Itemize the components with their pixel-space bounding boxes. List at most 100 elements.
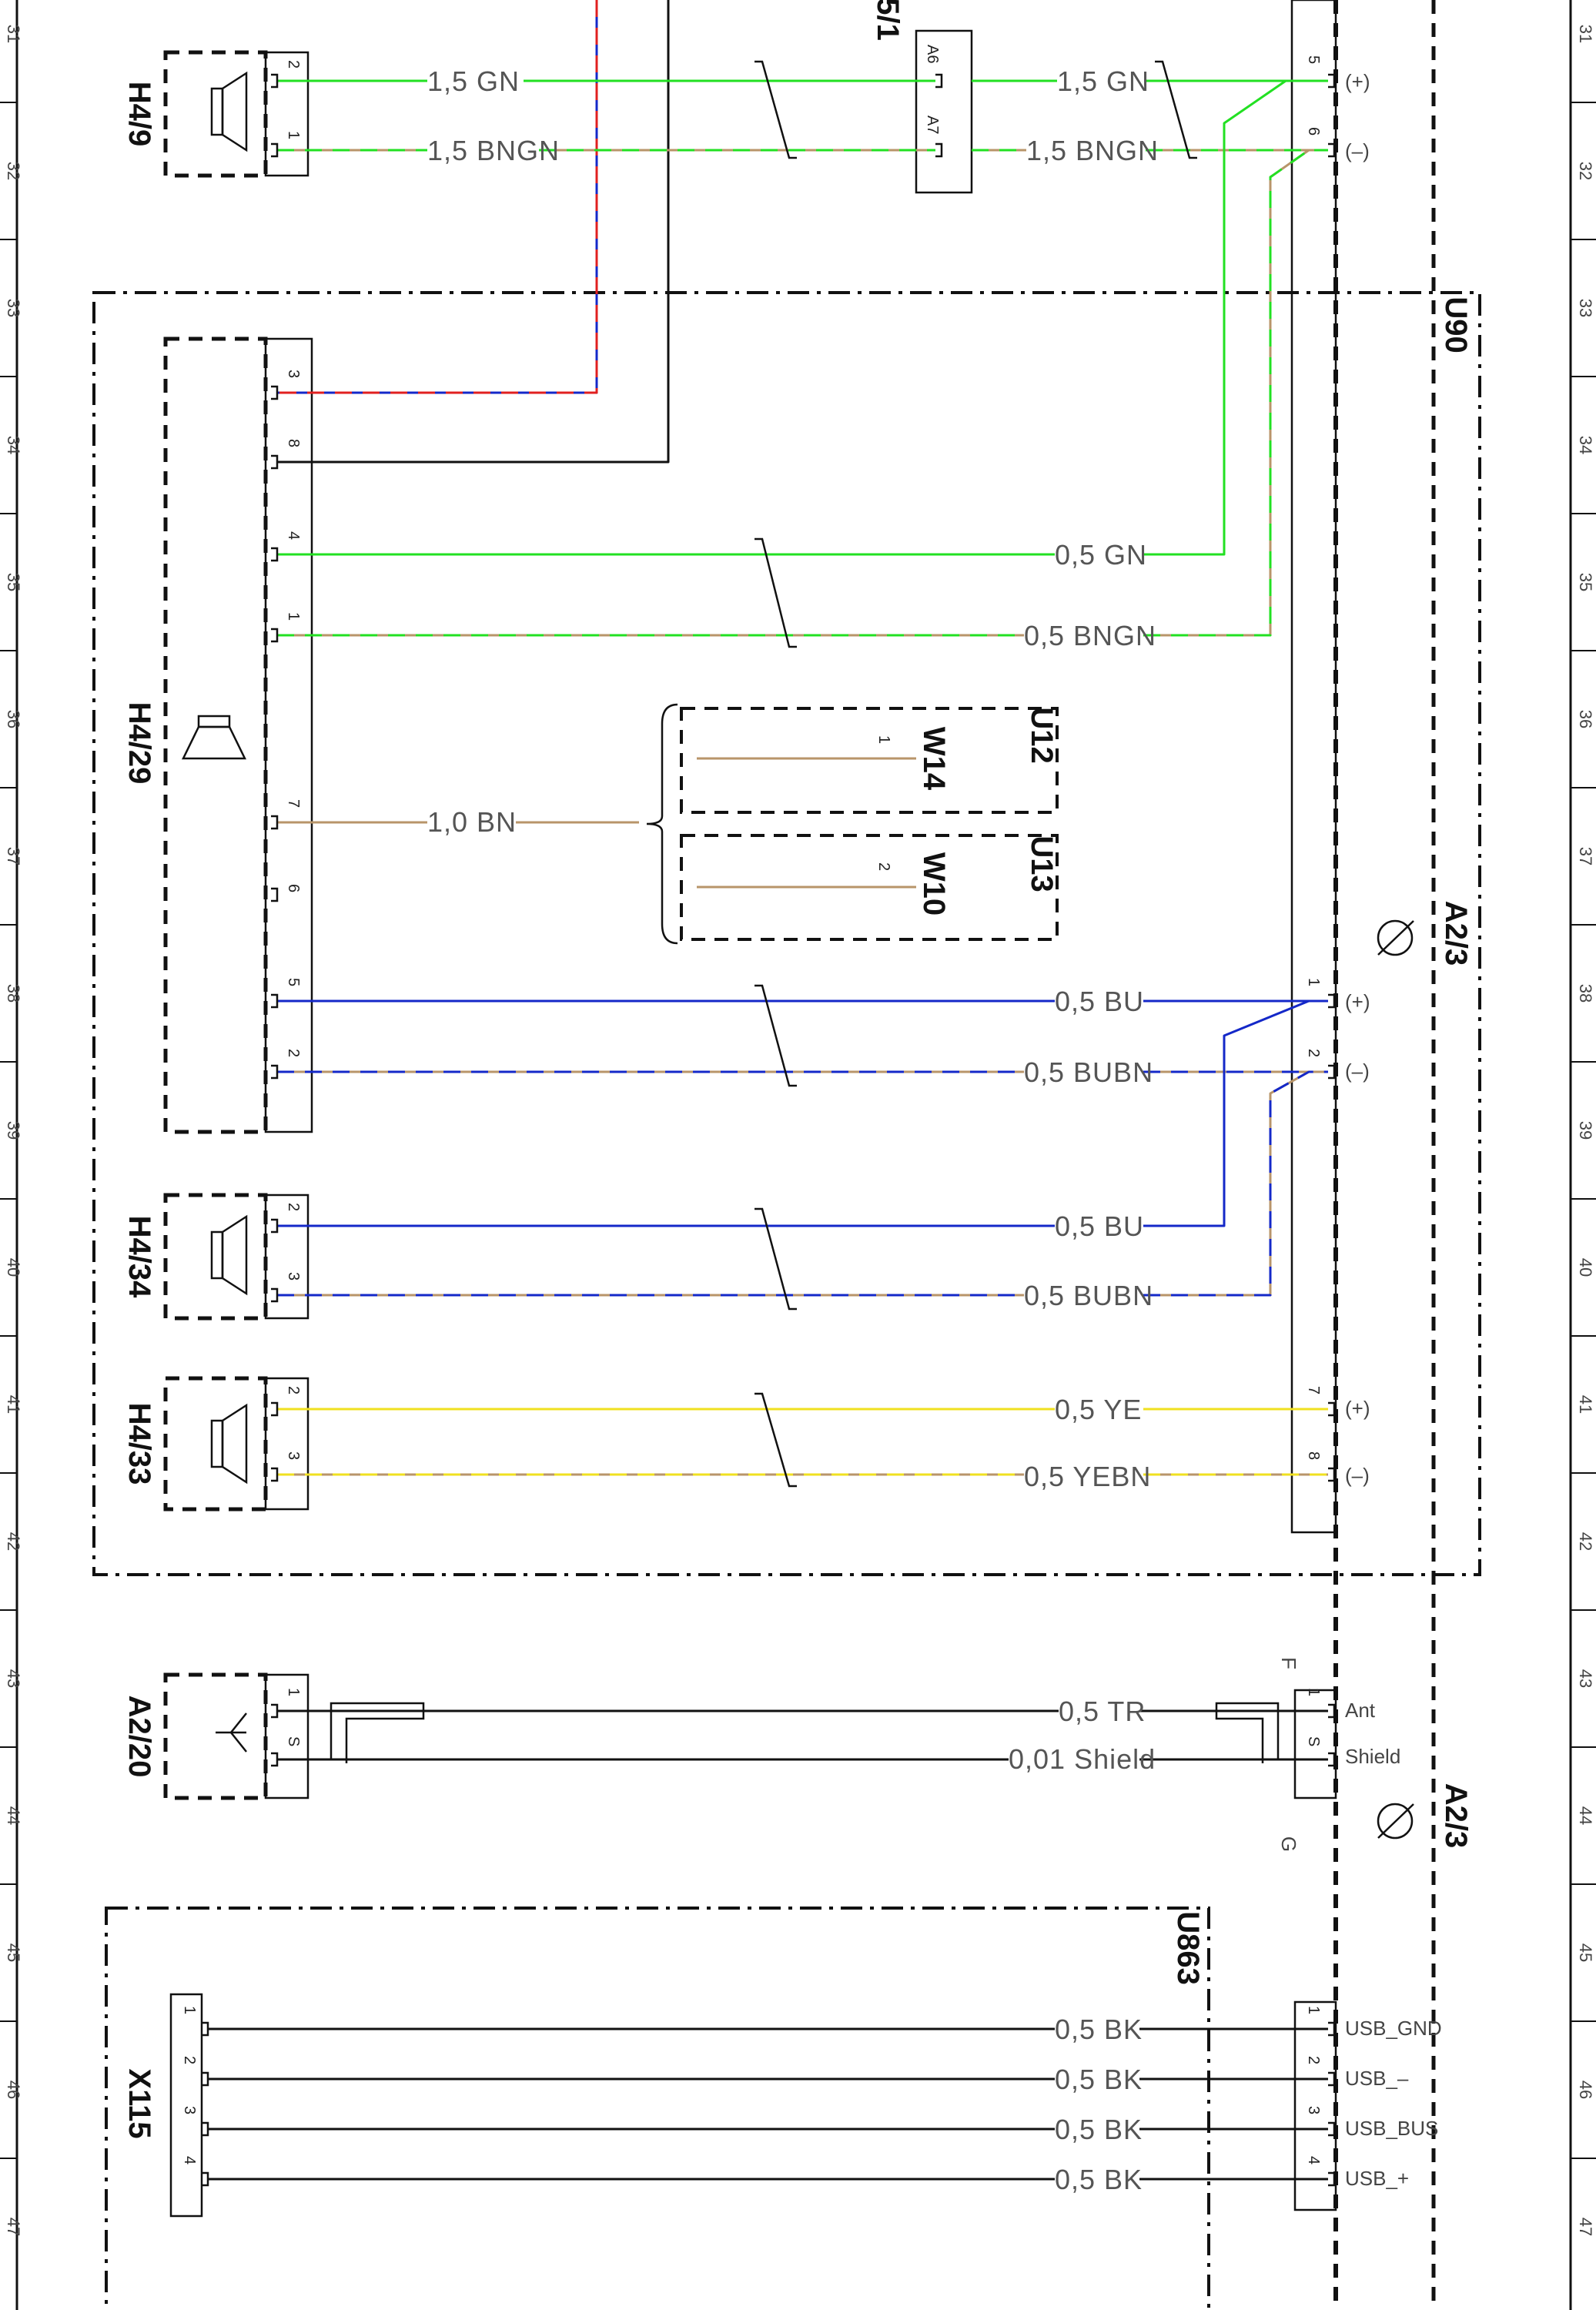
pin-stub <box>1328 1064 1336 1080</box>
speaker-icon-h49 <box>210 71 248 152</box>
x51-box <box>915 29 973 194</box>
label-a23-bottom: A2/3 <box>1439 1783 1473 1849</box>
pin-h433-2: 2 <box>285 1386 302 1394</box>
bundle-mark-4 <box>755 1392 797 1488</box>
h49-pinbar <box>264 51 309 177</box>
wl-usb1: 0,5 BK <box>1055 2014 1143 2045</box>
pin-stub <box>1328 1401 1336 1417</box>
wl-h429-gn: 0,5 GN <box>1055 539 1147 571</box>
label-u863: U863 <box>1171 1911 1205 1985</box>
row-number-right: 47 <box>1576 2218 1595 2236</box>
pin-x115-3: 3 <box>181 2106 198 2114</box>
u12-frame <box>680 707 1059 814</box>
h434-pinbar <box>264 1194 309 1320</box>
pin-a220-1: 1 <box>285 1688 302 1696</box>
row-number-right: 33 <box>1576 299 1595 317</box>
pin-stub <box>271 73 279 89</box>
pin-a23-ant-1: 1 <box>1305 1688 1322 1696</box>
pin-a23-6: 6 <box>1305 127 1322 136</box>
wl-h429-bn: 1,0 BN <box>427 806 517 838</box>
label-h434: H4/34 <box>122 1216 156 1298</box>
term-shield: Shield <box>1345 1745 1400 1768</box>
bundle-mark-2 <box>755 984 797 1087</box>
component-labels: H4/9 H4/29 H4/34 H4/33 A2/20 X115 U12 U1… <box>122 0 1473 2139</box>
u90-frame <box>92 291 1481 1576</box>
pin-h434-3: 3 <box>285 1272 302 1281</box>
term-usb-minus: USB_– <box>1345 2067 1409 2090</box>
x115-box <box>169 1993 203 2218</box>
wire-labels: 1,5 GN 1,5 BNGN 1,5 GN 1,5 BNGN 0,5 GN 0… <box>427 65 1159 2195</box>
pin-a23-usb-4: 4 <box>1305 2156 1322 2164</box>
wl-h433-ye: 0,5 YE <box>1055 1394 1142 1425</box>
pin-x115-1: 1 <box>181 2006 198 2014</box>
term-conn-f: F <box>1277 1657 1300 1669</box>
pin-a23-ant-s: S <box>1305 1736 1322 1746</box>
radio-icon-a23-top <box>1377 919 1414 956</box>
label-x51: 5/1 <box>871 0 905 41</box>
pin-a23-8: 8 <box>1305 1451 1322 1460</box>
row-number-left: 42 <box>4 1532 23 1551</box>
wire-h429-pin8 <box>277 0 670 464</box>
pin-h429-5: 5 <box>285 978 302 986</box>
pin-stub <box>271 454 279 470</box>
pin-stub <box>202 2171 209 2187</box>
pin-stub <box>1328 2021 1336 2037</box>
wire-h434-bu-b <box>1143 999 1328 1227</box>
pin-stub <box>271 1064 279 1080</box>
label-u90: U90 <box>1439 296 1473 353</box>
wl-h434-bu: 0,5 BU <box>1055 1210 1144 1242</box>
row-number-left: 38 <box>4 984 23 1003</box>
row-number-right: 39 <box>1576 1121 1595 1140</box>
pin-stub <box>202 2071 209 2087</box>
pin-h49-2: 2 <box>285 60 302 69</box>
wl-h429-bu: 0,5 BU <box>1055 986 1144 1017</box>
h433-pinbar <box>264 1377 309 1511</box>
wires <box>202 0 1336 2187</box>
row-number-right: 38 <box>1576 984 1595 1003</box>
row-number-left: 46 <box>4 2081 23 2099</box>
label-u13: U13 <box>1025 835 1059 892</box>
label-a23-top: A2/3 <box>1439 901 1473 966</box>
row-number-right: 44 <box>1576 1806 1595 1825</box>
pin-a23-5: 5 <box>1305 55 1322 64</box>
row-number-right: 46 <box>1576 2081 1595 2099</box>
label-w14: W14 <box>917 727 951 791</box>
terminal-labels: (+) (–) (+) (–) (+) (–) Ant Shield USB_G… <box>1277 70 1442 2190</box>
wl-x-bngn: 1,5 BNGN <box>1026 135 1159 166</box>
row-number-right: 35 <box>1576 573 1595 591</box>
u12-u13-brace <box>646 703 678 945</box>
bundle-mark-5 <box>1155 60 1197 159</box>
a23-box-upper <box>1290 0 1337 1534</box>
pin-h429-4: 4 <box>285 531 302 540</box>
pin-h429-6: 6 <box>285 884 302 892</box>
pin-stub <box>271 887 279 902</box>
pin-stub <box>271 628 279 643</box>
wl-ant-tr: 0,5 TR <box>1059 1696 1146 1727</box>
pin-stub <box>271 547 279 562</box>
label-a220: A2/20 <box>122 1696 156 1778</box>
wl-x-gn: 1,5 GN <box>1057 65 1149 97</box>
wire-h434-bubn-b-stripe <box>1143 1070 1328 1297</box>
speaker-symbols <box>181 71 1414 1840</box>
pin-x115-4: 4 <box>181 2156 198 2164</box>
wl-h429-bubn: 0,5 BUBN <box>1024 1056 1153 1088</box>
pin-stub <box>935 142 943 158</box>
a220-pinbar <box>264 1673 309 1799</box>
wl-usb2: 0,5 BK <box>1055 2064 1143 2095</box>
pin-stub <box>271 142 279 158</box>
wl-usb3: 0,5 BK <box>1055 2114 1143 2145</box>
row-number-left: 40 <box>4 1258 23 1277</box>
antenna-icon-a220 <box>216 1712 247 1753</box>
row-number-left: 41 <box>4 1395 23 1414</box>
row-number-right: 41 <box>1576 1395 1595 1414</box>
pin-stub <box>202 2021 209 2037</box>
term-usb-bus: USB_BUS <box>1345 2117 1438 2140</box>
row-number-left: 39 <box>4 1121 23 1140</box>
pin-a23-usb-1: 1 <box>1305 2006 1322 2014</box>
speaker-icon-h434 <box>210 1214 248 1296</box>
pin-a23-1: 1 <box>1305 978 1322 986</box>
row-number-left: 37 <box>4 847 23 865</box>
label-h433: H4/33 <box>122 1403 156 1485</box>
